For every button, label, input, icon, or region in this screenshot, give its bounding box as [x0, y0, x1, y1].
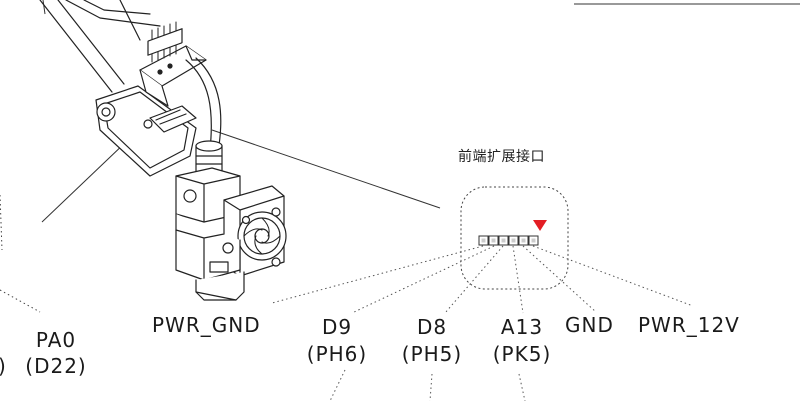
label-d9-port: (PH6): [306, 342, 368, 366]
connector-callout-box: [460, 186, 569, 290]
corner-marks: [42, 0, 800, 15]
label-pa0-alt: (D22): [25, 354, 87, 378]
pin1-marker-icon: [533, 220, 547, 231]
head-leader-line: [41, 139, 129, 223]
connector-leader-line: [211, 129, 441, 209]
pin-leader-lines: [271, 245, 694, 401]
label-gnd: GND: [565, 313, 614, 337]
label-d8-port: (PH5): [401, 342, 463, 366]
label-d8: D8: [416, 315, 448, 339]
label-d9: D9: [321, 315, 353, 339]
label-a13-port: (PK5): [492, 342, 552, 366]
label-pwr-gnd: PWR_GND: [152, 313, 261, 337]
left-leader-lines: [0, 194, 41, 313]
connector-title: 前端扩展接口: [458, 149, 545, 165]
label-pa0: PA0: [35, 328, 77, 352]
label-pwr-12v: PWR_12V: [638, 313, 740, 337]
label-a13: A13: [500, 315, 544, 339]
print-head-illustration: [39, 0, 287, 301]
connector-pins: [478, 235, 539, 246]
label-left-fragment: ): [0, 354, 7, 378]
